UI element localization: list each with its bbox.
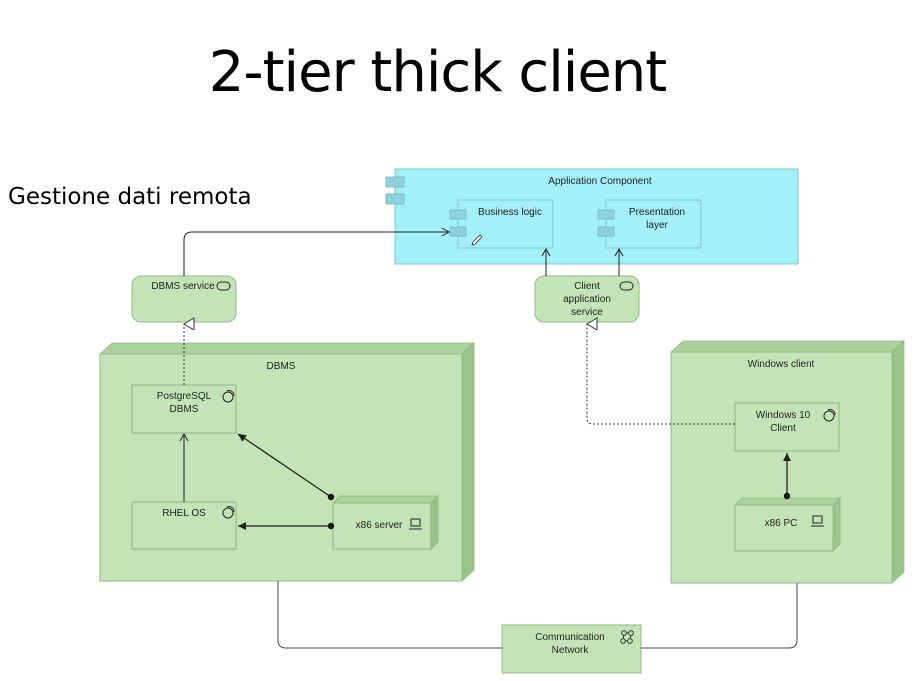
component-tab-icon xyxy=(597,226,615,237)
assignment-server-to-postgresql[interactable] xyxy=(237,433,335,501)
component-tab-icon xyxy=(385,193,405,205)
postgresql-system-software[interactable]: PostgreSQL DBMS xyxy=(131,384,237,434)
dbms-service-label: DBMS service xyxy=(151,281,215,292)
presentation-layer-component[interactable]: Presentation layer xyxy=(597,199,702,249)
component-tab-icon xyxy=(449,226,467,237)
business-logic-label: Business logic xyxy=(478,207,542,218)
client-app-service-label-line1: Client xyxy=(574,281,600,292)
communication-network[interactable]: Communication Network xyxy=(501,624,642,674)
dbms-node-label: DBMS xyxy=(267,361,296,372)
postgresql-label-line2: DBMS xyxy=(170,404,199,415)
comm-network-label-line2: Network xyxy=(552,645,590,656)
comm-network-label-line1: Communication xyxy=(535,632,604,643)
association-dbms-node-to-network[interactable] xyxy=(277,581,502,649)
serving-dbms-to-business-logic[interactable] xyxy=(183,227,451,276)
x86-server-device[interactable]: x86 server xyxy=(332,495,439,550)
network-icon xyxy=(620,630,634,644)
device-icon xyxy=(811,515,824,527)
application-component-label: Application Component xyxy=(548,176,652,187)
x86-pc-label: x86 PC xyxy=(765,518,798,529)
service-icon xyxy=(216,281,231,291)
x86-server-label: x86 server xyxy=(356,520,403,531)
dbms-service[interactable]: DBMS service xyxy=(131,275,237,323)
slide-title: 2-tier thick client xyxy=(208,40,667,105)
system-software-icon xyxy=(823,409,836,422)
pencil-icon[interactable] xyxy=(471,234,483,246)
client-app-service-label-line3: service xyxy=(571,307,603,318)
windows10-system-software[interactable]: Windows 10 Client xyxy=(734,402,840,452)
component-tab-icon xyxy=(449,209,467,220)
association-windows-node-to-network[interactable] xyxy=(641,583,798,649)
application-component[interactable]: Application Component xyxy=(385,168,799,265)
windows10-label-line2: Client xyxy=(770,423,796,434)
device-icon xyxy=(409,518,422,530)
x86-pc-device[interactable]: x86 PC xyxy=(734,497,841,552)
component-tab-icon xyxy=(385,176,405,188)
component-tab-icon xyxy=(597,209,615,220)
rhel-label: RHEL OS xyxy=(162,508,206,519)
client-app-service-label-line2: application xyxy=(563,294,611,305)
windows-client-label: Windows client xyxy=(748,359,815,370)
postgresql-label-line1: PostgreSQL xyxy=(157,391,212,402)
service-icon xyxy=(619,281,634,291)
slide-subtitle: Gestione dati remota xyxy=(8,184,252,210)
system-software-icon xyxy=(222,390,235,403)
business-logic-component[interactable]: Business logic xyxy=(449,199,554,249)
presentation-layer-label-line1: Presentation xyxy=(629,207,685,218)
windows10-label-line1: Windows 10 xyxy=(756,410,811,421)
system-software-icon xyxy=(222,506,235,519)
rhel-os-system-software[interactable]: RHEL OS xyxy=(131,501,237,550)
presentation-layer-label-line2: layer xyxy=(646,220,668,231)
client-application-service[interactable]: Client application service xyxy=(534,275,640,323)
